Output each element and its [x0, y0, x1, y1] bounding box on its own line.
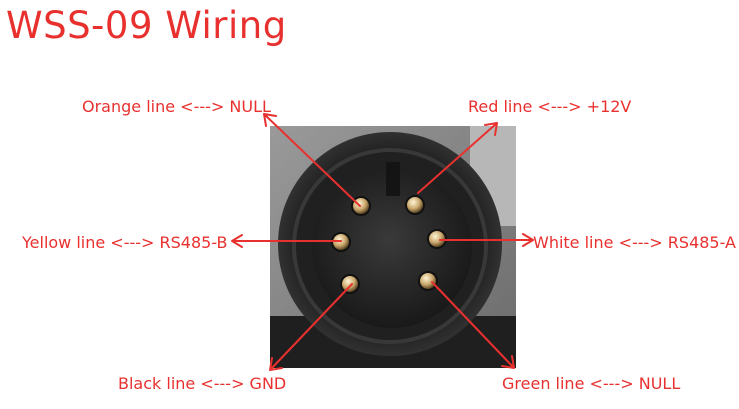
arrow-orange — [263, 113, 361, 207]
connector-key-notch — [386, 162, 400, 196]
pin-bottom-left — [340, 274, 360, 294]
pin-bottom-right — [418, 271, 438, 291]
label-yellow-pin: Yellow line <---> RS485-B — [22, 233, 228, 252]
arrow-black — [269, 283, 353, 371]
label-red-pin: Red line <---> +12V — [468, 97, 632, 116]
arrow-green — [431, 281, 515, 369]
page-title: WSS-09 Wiring — [6, 4, 287, 47]
label-green-pin: Green line <---> NULL — [502, 374, 681, 393]
arrow-yellow — [231, 234, 342, 248]
arrow-white — [439, 233, 534, 247]
pin-top-right — [405, 195, 425, 215]
label-white-pin: White line <---> RS485-A — [533, 233, 736, 252]
label-orange-pin: Orange line <---> NULL — [82, 97, 271, 116]
arrow-red — [417, 122, 498, 194]
label-black-pin: Black line <---> GND — [118, 374, 287, 393]
